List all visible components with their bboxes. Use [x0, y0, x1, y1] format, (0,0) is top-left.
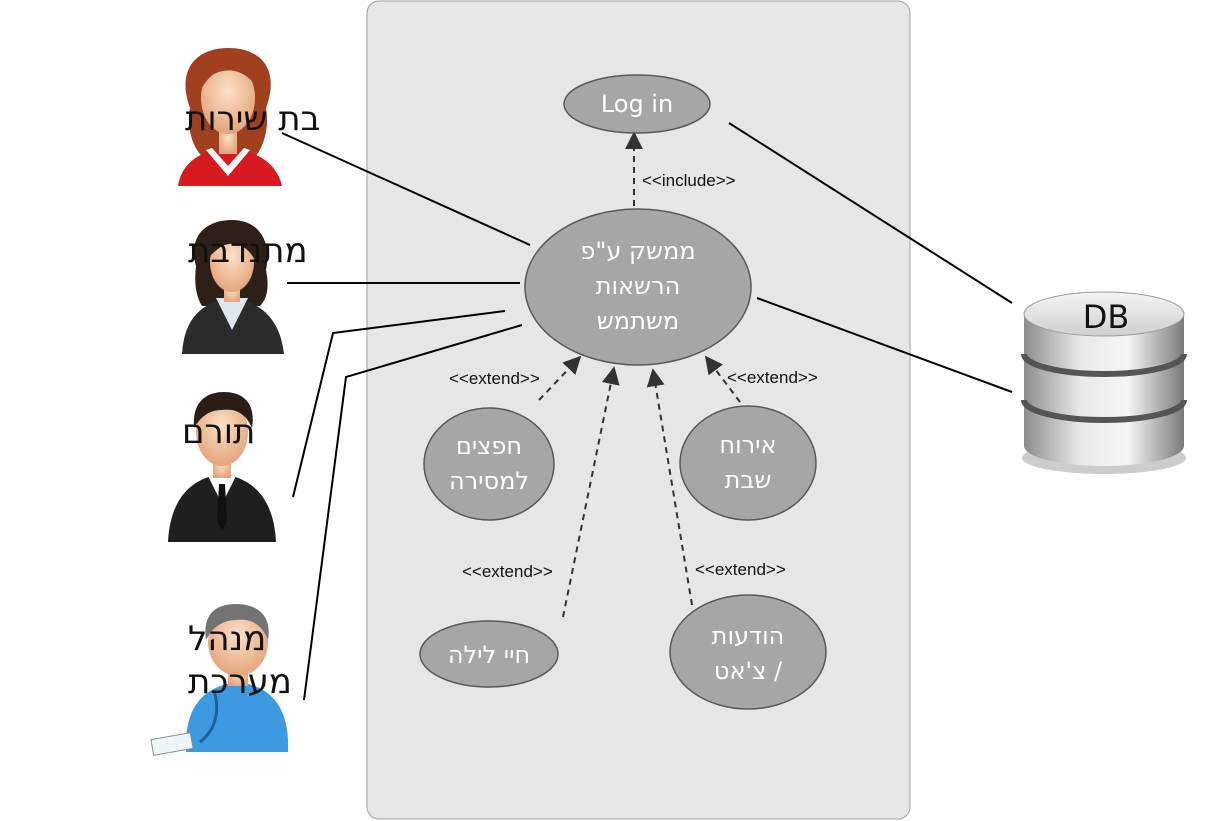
female-user-business-icon: [182, 220, 284, 354]
dependency-arrows: [538, 131, 741, 618]
use-case-shabbat[interactable]: אירוח שבת: [679, 405, 817, 521]
extend-label-items: <<extend>>: [449, 369, 540, 388]
include-label: <<include>>: [642, 171, 736, 190]
female-user-red-icon: [178, 48, 282, 186]
association-donor: [292, 310, 506, 498]
male-user-admin-icon: [150, 604, 289, 756]
extend-label-shabbat: <<extend>>: [727, 368, 818, 387]
extend-arrow-messages: [646, 368, 693, 606]
actor-donor-label: תורם: [182, 412, 255, 452]
extend-arrow-items: [538, 355, 582, 401]
use-case-login[interactable]: Log in: [563, 74, 711, 134]
database-cylinder-icon: [1021, 291, 1187, 474]
use-case-main-line1: ממשק ע"פ: [580, 237, 695, 265]
extend-label-nightlife: <<extend>>: [462, 562, 553, 581]
actor-volunteer-label: מתנדבת: [188, 231, 308, 271]
use-case-shabbat-line1: אירוח: [719, 431, 776, 459]
use-case-items-line1: חפצים: [456, 432, 522, 460]
use-case-items[interactable]: חפצים למסירה: [423, 407, 555, 521]
actor-service-girl[interactable]: בת שירות: [178, 48, 320, 186]
actor-service-girl-label: בת שירות: [185, 99, 320, 139]
extend-label-messages: <<extend>>: [695, 560, 786, 579]
actor-admin[interactable]: מנהל מערכת: [150, 604, 292, 756]
use-case-main-line2: הרשאות: [596, 272, 681, 300]
extend-arrow-nightlife: [562, 366, 620, 618]
use-case-messages-line1: הודעות: [712, 622, 785, 650]
use-case-messages[interactable]: הודעות / צ'אט: [669, 594, 827, 710]
use-case-messages-line2: / צ'אט: [714, 657, 783, 685]
association-db-main: [756, 297, 1013, 393]
database-label: DB: [1083, 298, 1130, 336]
actor-admin-label-line1: מנהל: [188, 619, 266, 659]
use-case-login-label: Log in: [601, 90, 673, 118]
association-db-login: [728, 122, 1013, 304]
use-case-main-line3: משתמש: [597, 307, 679, 335]
association-admin: [303, 324, 523, 701]
use-case-main[interactable]: ממשק ע"פ הרשאות משתמש: [524, 208, 752, 366]
actor-donor[interactable]: תורם: [168, 392, 276, 542]
actor-volunteer[interactable]: מתנדבת: [182, 220, 308, 354]
database[interactable]: DB: [1021, 291, 1187, 474]
actor-admin-label-line2: מערכת: [188, 662, 292, 702]
association-lines: [281, 122, 1013, 701]
extend-arrow-shabbat: [704, 355, 741, 403]
use-case-nightlife-label: חיי לילה: [448, 641, 530, 669]
association-service-girl: [281, 132, 531, 246]
use-case-items-line2: למסירה: [449, 467, 529, 495]
male-user-business-icon: [168, 392, 276, 542]
use-case-nightlife[interactable]: חיי לילה: [419, 620, 559, 688]
use-case-shabbat-line2: שבת: [725, 466, 772, 494]
